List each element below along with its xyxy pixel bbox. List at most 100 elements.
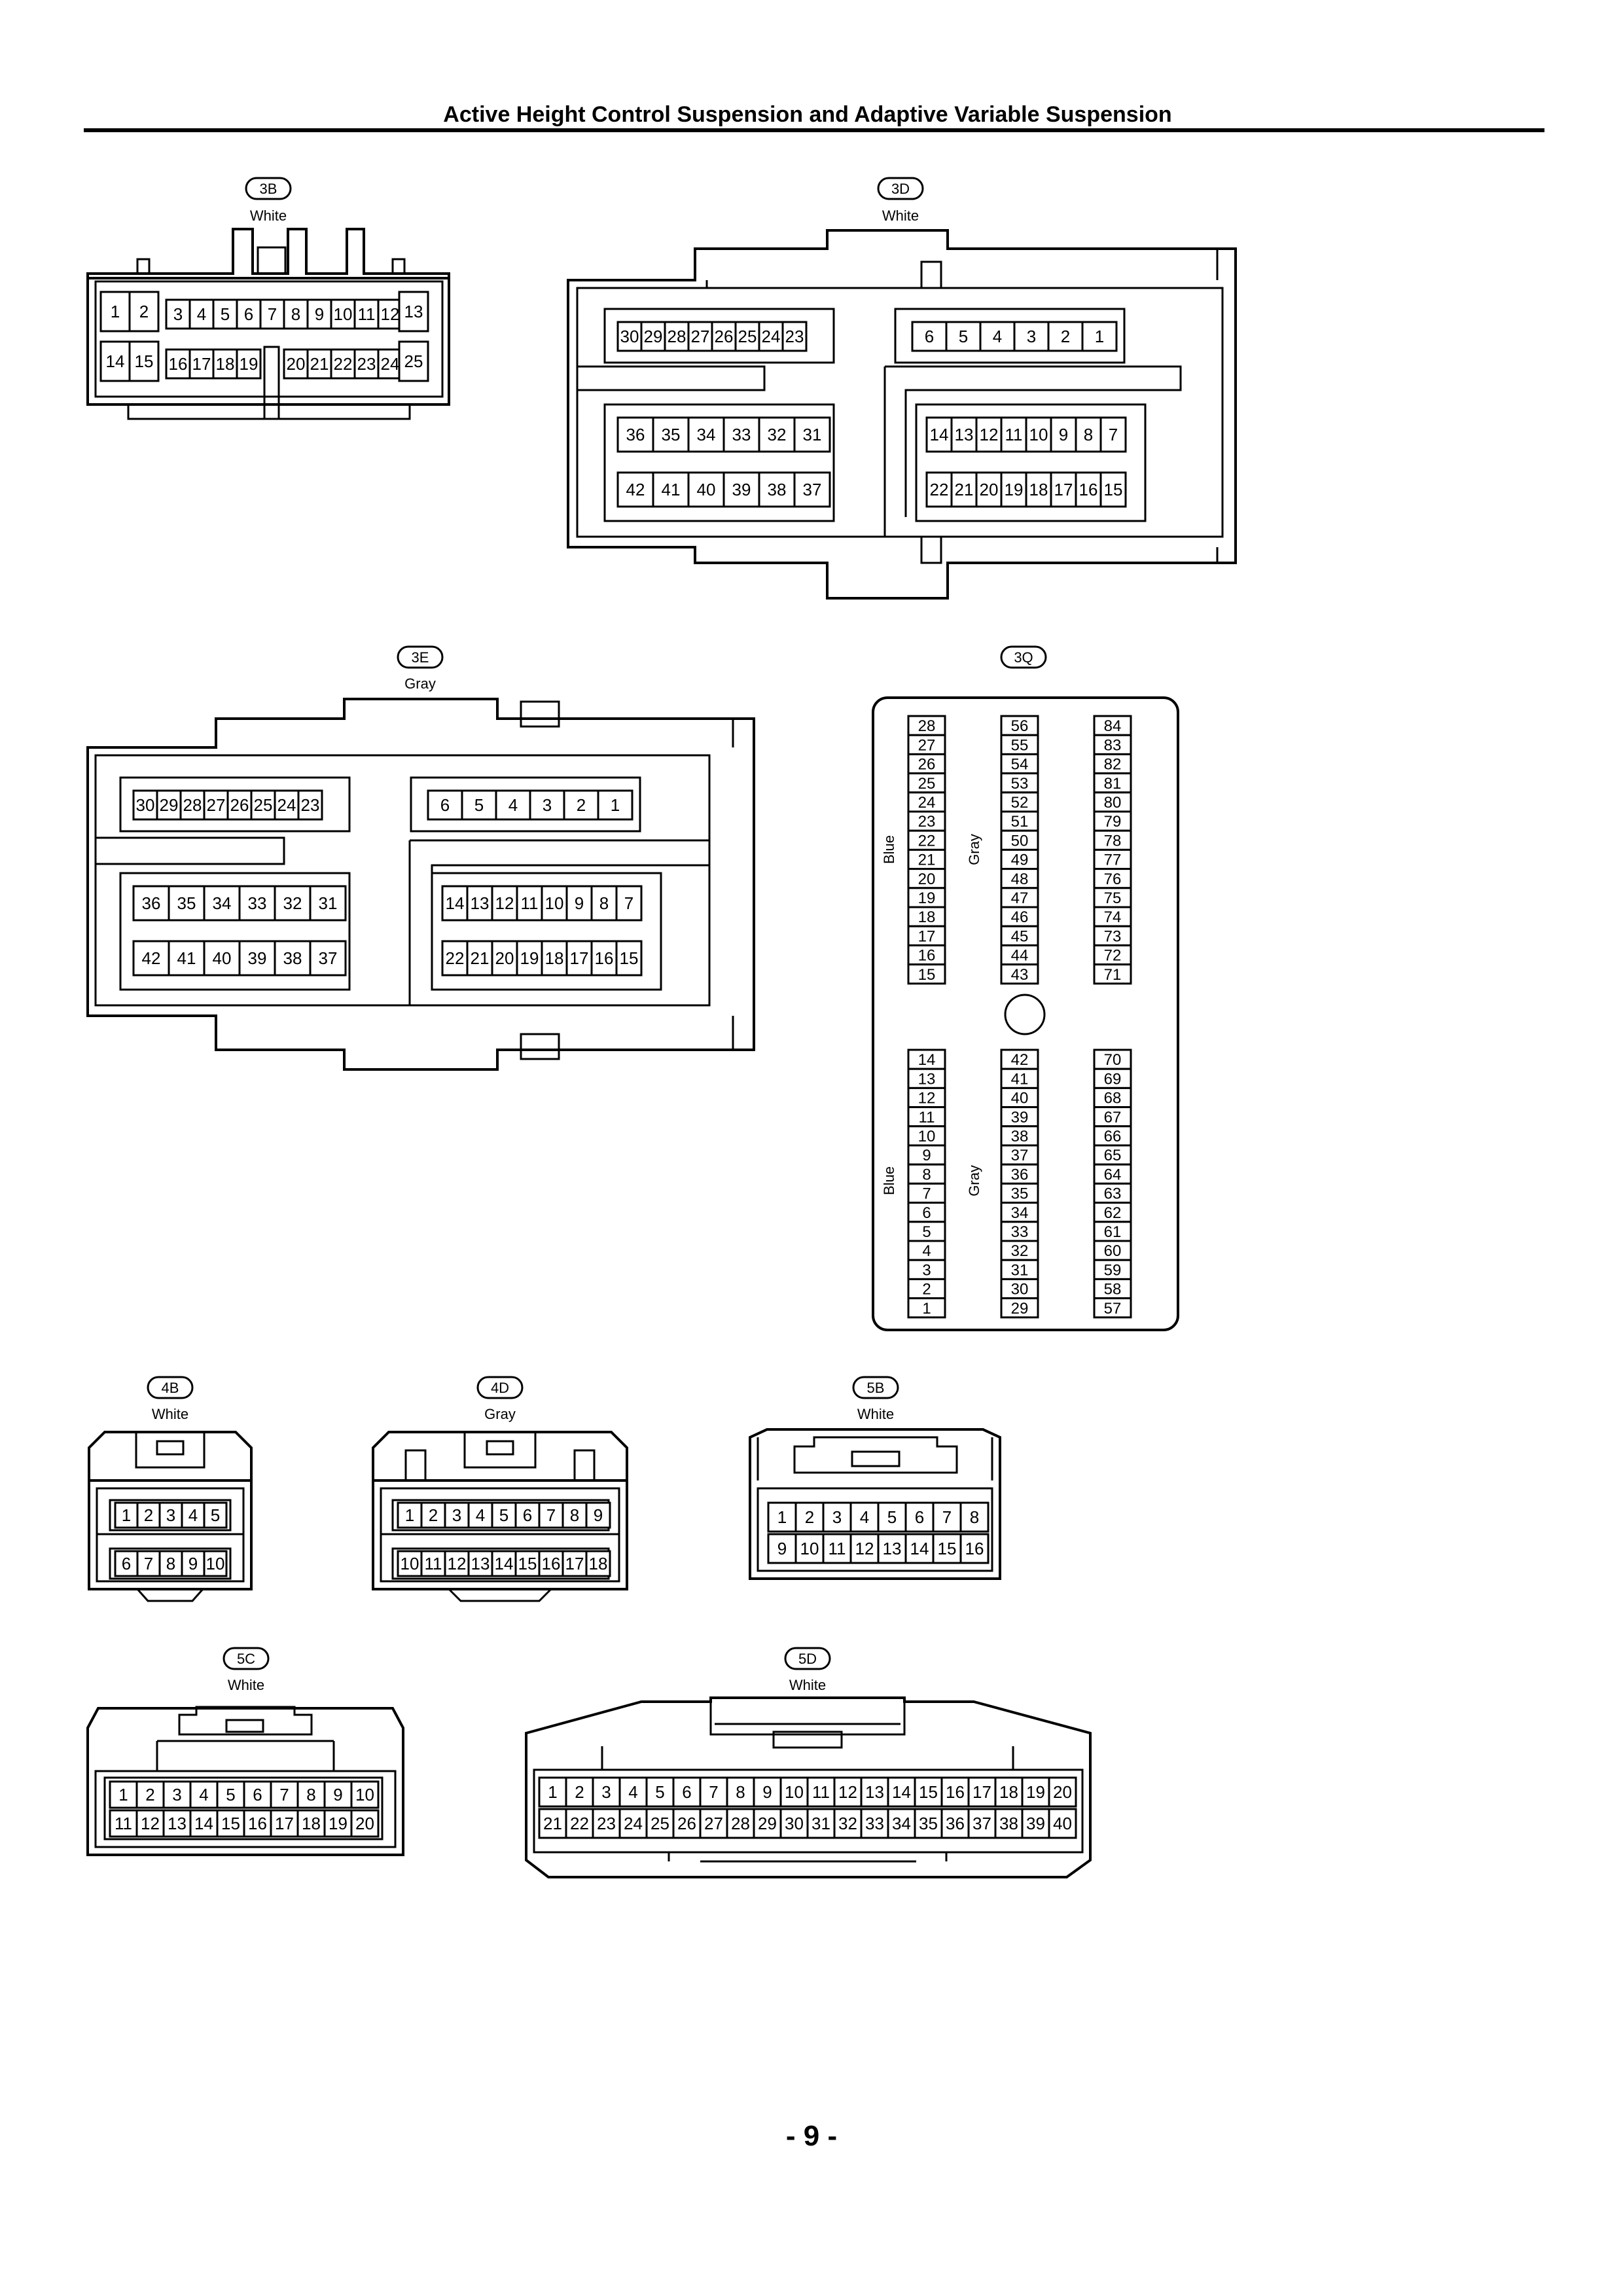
- pin-number: 54: [1011, 756, 1029, 774]
- pin-number: 6: [915, 1507, 924, 1527]
- pin-number: 20: [495, 948, 514, 968]
- pin-cell: [1000, 1086, 1039, 1109]
- connector-tag-5b: White: [857, 1406, 894, 1422]
- pin-cell: [270, 1780, 299, 1809]
- pin-number: 5: [655, 1782, 664, 1802]
- pin-number: 32: [283, 893, 302, 913]
- pin-number: 25: [918, 775, 936, 793]
- cavity-frame: [410, 776, 641, 833]
- pin-number: 4: [188, 1505, 198, 1525]
- pin-cell: [538, 1808, 567, 1839]
- pin-number: 2: [144, 1505, 153, 1525]
- pin-cell: [563, 789, 599, 821]
- pin-number: 59: [1104, 1261, 1122, 1279]
- pin-number: 25: [404, 351, 423, 371]
- pin-number: 41: [662, 480, 681, 499]
- pin-number: 21: [918, 852, 936, 869]
- pin-number: 18: [918, 908, 936, 926]
- pin-number: 9: [188, 1554, 198, 1573]
- pin-number: 28: [731, 1814, 750, 1833]
- connector-3q: 3Q Blue Gray Blue Gray 28272625242322212…: [872, 645, 1179, 1331]
- pin-cell: [597, 789, 633, 821]
- pin-number: 3: [452, 1505, 461, 1525]
- pin-cell: [99, 340, 131, 382]
- pin-number: 35: [177, 893, 196, 913]
- pin-number: 10: [355, 1785, 374, 1804]
- pin-number: 69: [1104, 1070, 1122, 1088]
- pin-cell: [109, 1809, 138, 1838]
- pin-number: 11: [812, 1782, 830, 1802]
- pin-number: 12: [980, 425, 999, 444]
- pin-number: 15: [221, 1814, 240, 1833]
- pin-number: 34: [892, 1814, 911, 1833]
- pin-cell: [1093, 906, 1132, 927]
- pin-cell: [1050, 416, 1077, 453]
- pin-cell: [907, 1202, 946, 1223]
- pin-number: 82: [1104, 756, 1122, 774]
- pin-number: 79: [1104, 813, 1122, 831]
- pin-cell: [907, 1182, 946, 1204]
- pin-cell: [860, 1808, 889, 1839]
- connector-3q-housing: [872, 696, 1179, 1331]
- connector-color-4b: White: [152, 1406, 188, 1422]
- pin-number: 20: [355, 1814, 374, 1833]
- pin-cell: [904, 1501, 935, 1533]
- pin-number: 27: [704, 1814, 723, 1833]
- pin-cell: [377, 298, 403, 330]
- pin-number: 6: [922, 1204, 931, 1222]
- pin-number: 10: [401, 1554, 419, 1573]
- pin-number: 6: [682, 1782, 691, 1802]
- pin-number: 80: [1104, 794, 1122, 812]
- pin-cell: [114, 1550, 139, 1577]
- pin-number: 15: [918, 966, 936, 984]
- pin-cell: [236, 298, 262, 330]
- pin-number: 3: [832, 1507, 842, 1527]
- pin-number: 33: [1011, 1223, 1029, 1241]
- pin-number: 15: [1104, 480, 1123, 499]
- connector-tag-5d-oval: [784, 1647, 831, 1670]
- pin-number: 27: [918, 736, 936, 754]
- connector-color-3e: Gray: [404, 675, 436, 692]
- pin-cell: [849, 1533, 880, 1564]
- pin-cell: [616, 416, 654, 453]
- pin-number: 19: [520, 948, 539, 968]
- pin-number: 29: [758, 1814, 777, 1833]
- pin-cell: [779, 1776, 809, 1808]
- connector-4b-housing: [88, 1431, 253, 1602]
- pin-number: 3: [543, 795, 552, 815]
- pin-number: 32: [1011, 1242, 1029, 1260]
- pin-number: 1: [922, 1300, 931, 1318]
- pin-cell: [849, 1501, 880, 1533]
- pin-number: 29: [160, 795, 179, 815]
- pin-number: 9: [575, 893, 584, 913]
- pin-number: 26: [230, 795, 249, 815]
- pin-number: 20: [1053, 1782, 1072, 1802]
- pin-number: 10: [206, 1554, 225, 1573]
- pin-cell: [1093, 963, 1132, 985]
- pin-number: 28: [183, 795, 202, 815]
- connector-tag-3d-oval: [877, 177, 924, 200]
- pin-number: 3: [1027, 327, 1036, 346]
- pin-cell: [132, 940, 170, 977]
- pin-cell: [1000, 868, 1039, 889]
- pin-cell: [907, 1067, 946, 1089]
- pin-number: 1: [611, 795, 620, 815]
- group-label-gray-upper: Gray: [966, 834, 982, 865]
- pin-number: 11: [115, 1814, 132, 1833]
- pin-number: 39: [248, 948, 267, 968]
- pin-number: 32: [768, 425, 787, 444]
- pin-number: 8: [306, 1785, 315, 1804]
- connector-tag-3e-oval: [397, 645, 444, 669]
- connector-tag-3q-oval: [1000, 645, 1047, 669]
- pin-cell: [1099, 416, 1127, 453]
- pin-number: 17: [570, 948, 589, 968]
- pin-cell: [1093, 1049, 1132, 1070]
- pin-number: 2: [922, 1281, 931, 1299]
- pin-cell: [1000, 1297, 1039, 1319]
- pin-number: 27: [691, 327, 710, 346]
- pin-number: 18: [999, 1782, 1018, 1802]
- pin-cell: [420, 1550, 446, 1577]
- pin-number: 8: [599, 893, 609, 913]
